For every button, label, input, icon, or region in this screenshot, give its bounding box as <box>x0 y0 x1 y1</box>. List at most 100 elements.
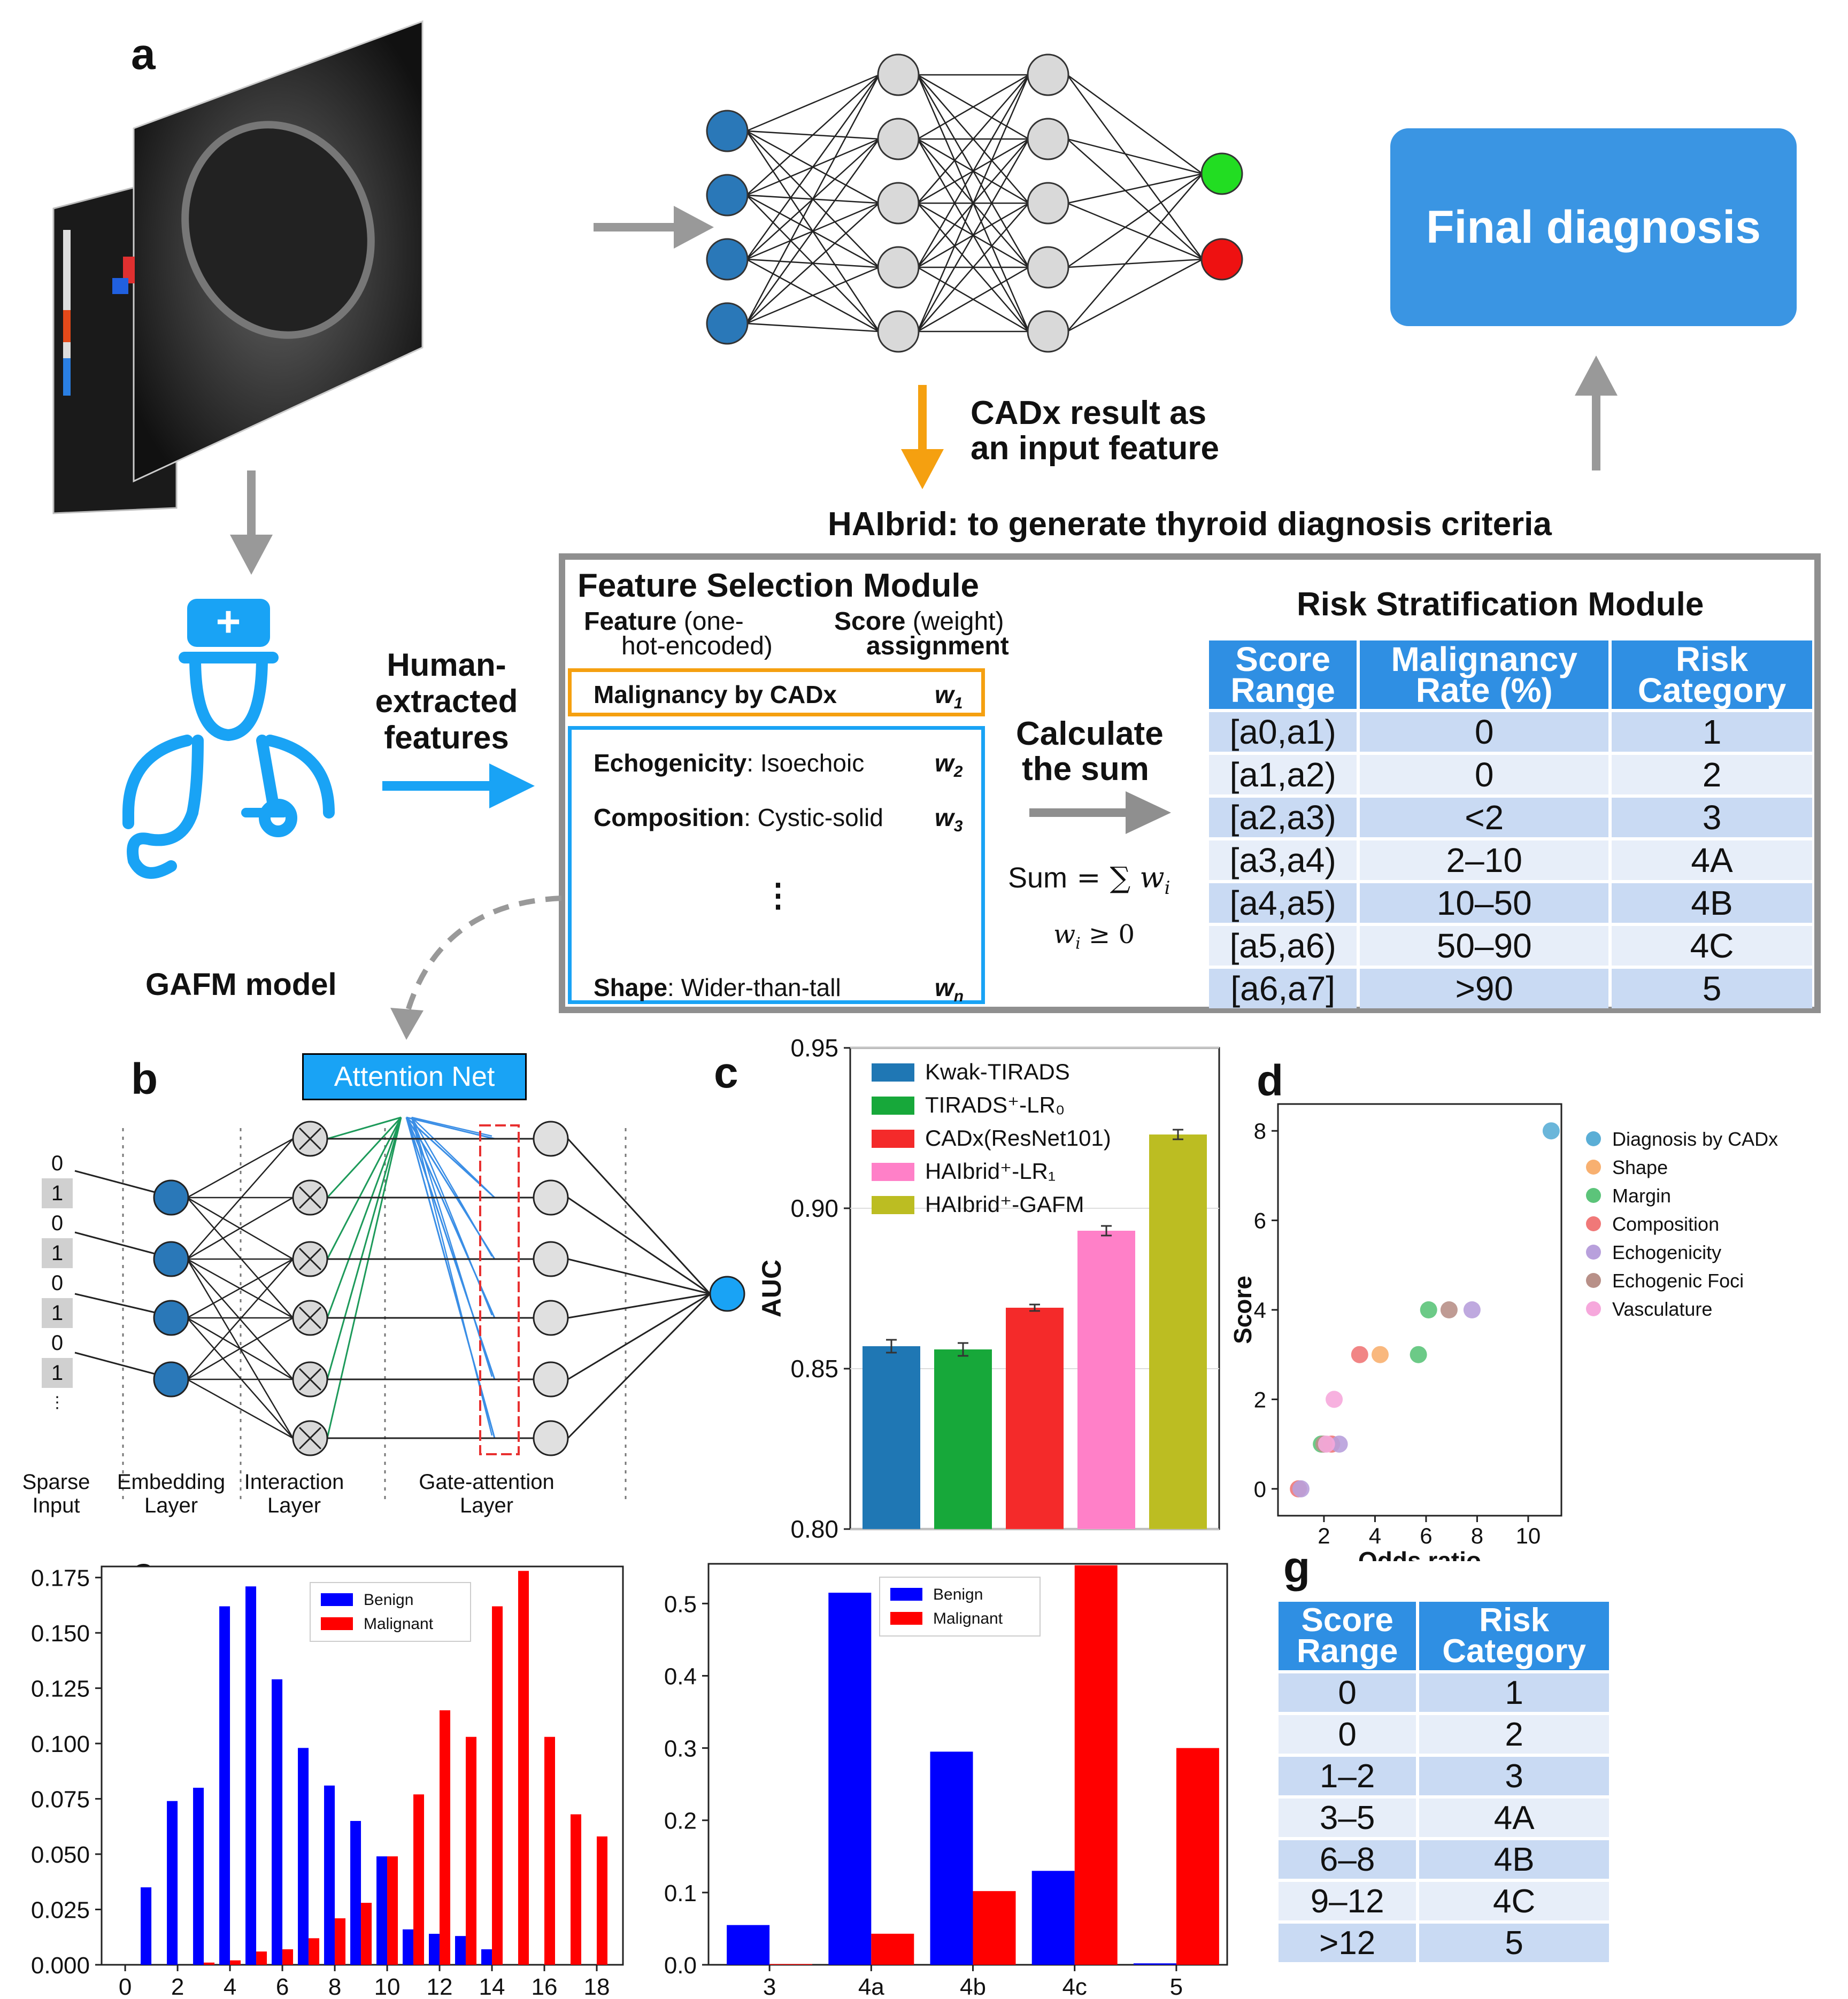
legend-label: Benign <box>364 1591 413 1609</box>
nn-edge <box>917 138 1030 332</box>
benign-bar <box>272 1679 283 1965</box>
nn-node <box>877 246 920 289</box>
x-tick-label: 2 <box>171 1974 184 1999</box>
benign-bar <box>167 1801 178 1965</box>
legend-label: Composition <box>1612 1213 1719 1235</box>
benign-bar <box>219 1606 230 1965</box>
nn-node <box>1200 238 1243 281</box>
benign-bar <box>350 1820 361 1965</box>
benign-bar <box>828 1593 872 1965</box>
malignant-bar <box>1074 1565 1118 1965</box>
nn-node <box>877 310 920 353</box>
legend-swatch <box>890 1588 922 1601</box>
gafm-network-diagram <box>74 1116 745 1502</box>
sparse-input-4: 0 <box>51 1271 64 1295</box>
malignant-bar <box>871 1933 914 1965</box>
legend-box <box>310 1582 471 1642</box>
legend-swatch <box>321 1617 353 1630</box>
malignant-bar <box>544 1736 556 1965</box>
fsm-title: Feature Selection Module <box>578 567 980 604</box>
attention-edge-out <box>411 1117 493 1436</box>
attention-edge-out <box>405 1117 496 1439</box>
y-axis-label: Score <box>1230 1276 1257 1344</box>
embedding-edge <box>187 1197 294 1318</box>
legend-marker <box>1586 1245 1601 1260</box>
nn-node <box>1027 118 1069 160</box>
y-tick-label: 0.3 <box>664 1736 697 1762</box>
scatter-point <box>1440 1301 1458 1318</box>
legend-marker <box>1586 1131 1601 1146</box>
y-tick-label: 0.050 <box>31 1842 90 1868</box>
malignant-bar <box>571 1814 582 1965</box>
cross-mark <box>298 1306 322 1330</box>
attention-edge-in <box>326 1117 402 1260</box>
plot-frame <box>1277 1103 1562 1517</box>
y-tick-label: 0.175 <box>31 1565 90 1592</box>
sparse-input-6: 0 <box>51 1331 64 1355</box>
embedding-node <box>153 1241 189 1277</box>
malignant-bar <box>973 1891 1016 1965</box>
nn-edge <box>1067 258 1203 268</box>
x-axis-label: Odds ratio <box>1358 1547 1481 1561</box>
x-tick-label: 14 <box>479 1974 505 1999</box>
y-axis-label: AUC <box>757 1260 787 1317</box>
y-tick-label: 0.2 <box>664 1808 697 1834</box>
nn-edge <box>1067 173 1203 332</box>
y-tick-label: 0.90 <box>790 1194 838 1222</box>
benign-bar <box>324 1785 335 1965</box>
output-node <box>709 1276 745 1312</box>
y-tick-label: 0.125 <box>31 1676 90 1702</box>
sparse-input-8: ⋮ <box>49 1394 65 1411</box>
legend-label: Margin <box>1612 1185 1671 1207</box>
y-tick-label: 0.95 <box>790 1034 838 1062</box>
nn-node <box>1200 152 1243 195</box>
malignant-bar <box>230 1960 241 1965</box>
x-tick-label: 8 <box>328 1974 341 1999</box>
malignant-bar <box>335 1918 346 1965</box>
panel-label-a: a <box>131 30 156 79</box>
gate-node <box>533 1300 569 1336</box>
gate-node <box>533 1179 569 1216</box>
cadx-neural-network <box>706 53 1243 353</box>
scatter-point <box>1326 1391 1343 1408</box>
nn-node <box>706 174 749 217</box>
scatter-point <box>1318 1435 1335 1453</box>
legend-label: Malignant <box>364 1615 434 1633</box>
nn-edge <box>745 74 880 260</box>
human-feature-box <box>568 726 985 1004</box>
nn-edge <box>746 322 880 333</box>
x-tick-label: 4 <box>224 1974 236 1999</box>
sparse-input-7: 1 <box>42 1358 73 1388</box>
attention-edge-in <box>326 1117 402 1380</box>
legend-label: Echogenicity <box>1612 1241 1721 1263</box>
nn-node <box>1027 53 1069 96</box>
legend-label: HAIbrid⁺-GAFM <box>925 1192 1084 1217</box>
legend-label: Malignant <box>933 1610 1003 1627</box>
nn-node <box>1027 182 1069 225</box>
x-tick-label: 3 <box>763 1974 776 1999</box>
nn-edge <box>917 266 1029 333</box>
benign-bar <box>1031 1871 1075 1965</box>
malignant-bar <box>256 1951 267 1965</box>
x-tick-label: 5 <box>1170 1974 1183 1999</box>
cross-mark <box>298 1127 322 1151</box>
panel-label-d: d <box>1257 1056 1284 1105</box>
legend-swatch <box>872 1163 914 1181</box>
benign-bar <box>481 1949 492 1965</box>
benign-bar <box>455 1936 466 1965</box>
sparse-input-2: 0 <box>51 1211 64 1235</box>
output-edge <box>567 1293 711 1319</box>
legend-swatch <box>872 1196 914 1214</box>
x-tick-label: 4 <box>1369 1523 1381 1548</box>
nn-edge <box>1067 202 1203 260</box>
x-tick-label: 2 <box>1318 1523 1330 1548</box>
embedding-edge <box>187 1259 294 1380</box>
legend-box <box>879 1577 1041 1637</box>
legend-swatch <box>890 1612 922 1625</box>
y-tick-label: 0.150 <box>31 1620 90 1647</box>
nn-node <box>877 182 920 225</box>
